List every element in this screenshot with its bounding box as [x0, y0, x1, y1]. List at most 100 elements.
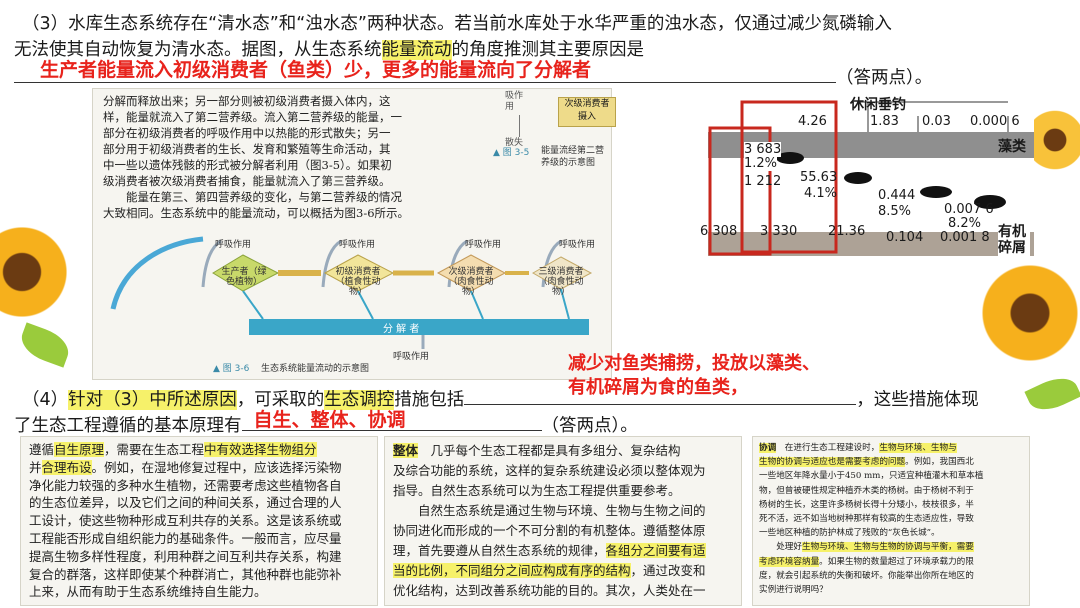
col2-line: 理，首先要遵从自然生态系统的规律，各组分之间要有适	[393, 541, 733, 561]
q3-answer-blank: 生产者能量流入初级消费者（鱼类）少，更多的能量流向了分解者	[14, 59, 836, 83]
q4-answer-measures-line1: 减少对鱼类捕捞，投放以藻类、	[568, 353, 820, 374]
textbook-line: 样，能量就流入了第二营养级。流入第二营养级的能量，一	[103, 110, 402, 124]
col3-fragment: 一些地区年降水量小于450 mm，只适宜种植灌木和草本植	[759, 471, 984, 482]
col3-text: 协调 在进行生态工程建设时，生物与环境、生物与生物的协调与适应也是需要考虑的问题…	[753, 437, 1029, 601]
col3-fragment: 杨树的生长，这里许多杨树长得十分矮小，枝枝很多，半	[759, 499, 974, 510]
label-detritus: 有机碎屑	[998, 224, 1030, 256]
col1-fragment: 自生原理	[54, 442, 105, 457]
highlight-box-producer	[708, 126, 772, 256]
col3-fragment: 考虑环境容纳量	[759, 556, 820, 567]
col2-fragment: 整体	[393, 443, 419, 458]
highlight-box-primary	[740, 100, 838, 254]
col3-fragment: 生物与环境、生物与	[879, 443, 957, 453]
q3-line2: 无法使其自动恢复为清水态。据图，从生态系统能量流动的角度推测其主要原因是	[14, 38, 644, 62]
col2-line: 及综合功能的系统，这样的复杂系统建设必须以整体观为	[393, 461, 733, 481]
sunflower-right-decoration	[975, 258, 1080, 368]
col1-line: 工程能否形成自组织能力的基础条件。一般而言，应尽量	[29, 530, 369, 548]
col3-line: 物，但曾被硬性规定种植乔木类的杨树。由于杨树不利于	[759, 484, 1023, 498]
col3-fragment: 在进行生态工程建设时，	[776, 443, 880, 453]
flow-arrow-sun	[110, 236, 204, 310]
resp-label-2: 呼吸作用	[339, 240, 376, 250]
decomposer-resp-label: 呼吸作用	[393, 352, 430, 362]
q3-line2-pre: 无法使其自动恢复为清水态。据图，从生态系统	[14, 40, 382, 60]
col2-line: 当的比例，不同组分之间应构成有序的结构，通过改变和	[393, 561, 733, 581]
q4-line1-pre: （4）	[22, 390, 69, 410]
decomposer-bar	[249, 319, 589, 335]
col2-fragment: 优化结构，达到改善系统功能的目的。其次，人类处在一	[393, 583, 706, 598]
col1-fragment: 上来，从而有助于生态系统维持自生能力。	[29, 584, 267, 600]
value: 3 683	[744, 142, 782, 157]
col3-line: 生物的协调与适应也是需要考虑的问题。例如，我国西北	[759, 455, 1023, 469]
q4-line1-post: 措施包括	[394, 390, 465, 410]
q4-answer-measures-line2: 有机碎屑为食的鱼类，	[568, 377, 748, 398]
col3-fragment: 一些地区种植的防护林成了残败的“灰色长城”。	[759, 528, 940, 539]
textbook-column-coordination: 协调 在进行生态工程建设时，生物与环境、生物与生物的协调与适应也是需要考虑的问题…	[752, 436, 1030, 606]
col3-fragment: 处理好	[759, 542, 802, 553]
fish-icon-3	[920, 186, 952, 198]
col2-line: 优化结构，达到改善系统功能的目的。其次，人类处在一	[393, 581, 733, 601]
col1-line: 的生态位差异，以及它们之间的种间关系，通过合理的人	[29, 494, 369, 512]
q4-line2-pre: 了生态工程遵循的基本原理有	[14, 416, 242, 436]
value: 0.03	[922, 114, 951, 129]
col1-line: 上来，从而有助于生态系统维持自生能力。	[29, 583, 369, 601]
resp-label-4: 呼吸作用	[559, 240, 596, 250]
resp-label-3: 呼吸作用	[465, 240, 502, 250]
q4-principle-answer: 自生、整体、协调	[253, 409, 406, 431]
col3-fragment: 实例进行说明吗？	[759, 585, 828, 596]
textbook-line: 部分在初级消费者的呼吸作用中以热能的形式散失；另一	[103, 126, 391, 140]
col2-fragment: 各组分之间要有适	[605, 543, 706, 558]
col1-fragment: 的生态位差异，以及它们之间的种间关系，通过合理的人	[29, 495, 342, 511]
textbook-line: 大致相同。生态系统中的能量流动，可以概括为图3-6所示。	[103, 206, 410, 220]
col2-text: 整体 几乎每个生态工程都是具有多组分、复杂结构及综合功能的系统，这样的复杂系统建…	[385, 437, 741, 605]
col2-fragment: ，通过改变和	[630, 563, 706, 578]
col1-line: 工设计，使这些物种形成互利共存的关系。这是该系统或	[29, 512, 369, 530]
col1-fragment: 工设计，使这些物种形成互利共存的关系。这是该系统或	[29, 513, 342, 529]
col3-fragment: 生物的协调与适应也是需要考虑的问题	[759, 457, 906, 468]
value: 0.007 6	[944, 202, 994, 217]
value: 6 308	[700, 224, 738, 239]
value: 0.000 6	[970, 114, 1020, 129]
resp-arrow-2	[321, 239, 342, 288]
textbook-line: 级消费者被次级消费者捕食，能量就流入了第三营养级。	[103, 174, 391, 188]
q3-line2-post: 的角度推测其主要原因是	[451, 40, 645, 60]
col2-fragment: 协同进化而形成的一个不可分割的有机整体。遵循整体原	[393, 523, 706, 538]
reservoir-food-web-figure: 休闲垂钓 藻类 有机碎屑 4.26 1.83 0.03 0.000 6 3 68…	[700, 96, 1034, 256]
col2-fragment: 自然生态系统是通过生物与环境、生物与生物之间的	[393, 503, 706, 518]
fig36-caption: 生态系统能量流动的示意图	[261, 364, 370, 374]
value: 55.63	[800, 170, 838, 185]
col1-line: 提高生物多样性程度，利用种群之间互利共存关系，构建	[29, 548, 369, 566]
textbook-column-holism: 整体 几乎每个生态工程都是具有多组分、复杂结构及综合功能的系统，这样的复杂系统建…	[384, 436, 742, 606]
fig36-caption-no: ▲ 图 3-6	[213, 364, 250, 374]
resp-arrow-3	[447, 239, 468, 288]
fig35-box: 次级消费者 摄入	[558, 97, 616, 127]
col3-line: 处理好生物与环境、生物与生物的协调与平衡，需要	[759, 540, 1023, 554]
textbook-excerpt-energy-flow: 分解而释放出来；另一部分则被初级消费者摄入体内，这 样，能量就流入了第二营养级。…	[92, 88, 616, 380]
value: 1.2%	[744, 156, 778, 171]
value: 0.104	[886, 230, 924, 245]
col1-line: 净化能力较强的多种水生植物，还需要考虑这些植物各自	[29, 477, 369, 495]
q4-highlight-regulation: 生态调控	[324, 390, 395, 410]
fish-icon-2	[844, 172, 872, 184]
col1-fragment: 提高生物多样性程度，利用种群之间互利共存关系，构建	[29, 548, 342, 564]
value: 1 212	[744, 174, 782, 189]
energy-flow-diagram	[110, 236, 593, 349]
col2-fragment: 当的比例，不同组分之间应构成有序的结构	[393, 563, 631, 578]
q4-measures-blank	[464, 386, 857, 405]
resp-arrow-4	[541, 239, 562, 288]
col3-line: 杨树的生长，这里许多杨树长得十分矮小，枝枝很多，半	[759, 498, 1023, 512]
col2-line: 协同进化而形成的一个不可分割的有机整体。遵循整体原	[393, 521, 733, 541]
col3-fragment: 协调	[759, 443, 777, 453]
col2-line: 自然生态系统是通过生物与环境、生物与生物之间的	[393, 501, 733, 521]
col2-line: 整体 几乎每个生态工程都是具有多组分、复杂结构	[393, 441, 733, 461]
value: 8.2%	[948, 216, 982, 231]
textbook-line: 部分用于初级消费者的生长、发育和繁殖等生命活动，其	[103, 142, 391, 156]
col2-fragment: 指导。自然生态系统可以为生态工程提供重要参考。	[393, 483, 681, 498]
col3-fragment: 死不活，远不如当地树种那样有较高的生态适应性，导致	[759, 514, 974, 525]
q4-line2: 了生态工程遵循的基本原理有自生、整体、协调（答两点）。	[14, 409, 638, 438]
q3-answer-line: 生产者能量流入初级消费者（鱼类）少，更多的能量流向了分解者 （答两点）。	[14, 59, 932, 90]
fig35-arrow	[519, 115, 520, 137]
textbook-column-self-design: 遵循自生原理，需要在生态工程中有效选择生物组分并合理布设。例如，在湿地修复过程中…	[20, 436, 378, 606]
q4-line1-end: ，这些措施体现	[856, 390, 979, 410]
col1-fragment: 合理布设	[41, 459, 92, 475]
fig35-side-label: 散失	[505, 138, 524, 148]
